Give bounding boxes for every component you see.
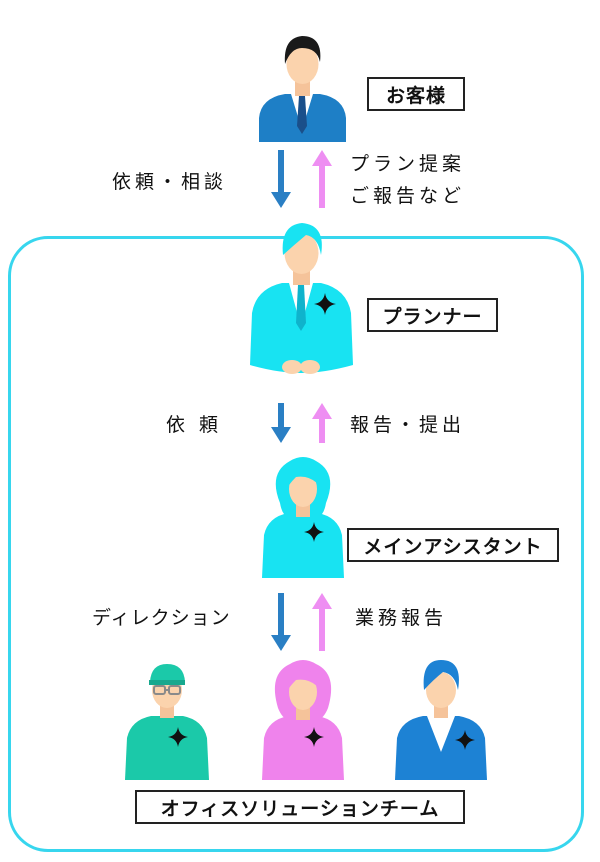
flow-request-consult: 依頼・相談	[112, 171, 228, 193]
team-label: オフィスソリューションチーム	[135, 790, 465, 824]
sparkle-icon	[168, 727, 188, 747]
customer-label: お客様	[367, 77, 465, 111]
main-assistant-label: メインアシスタント	[347, 528, 559, 562]
flow-proposal-line2: ご報告など	[350, 185, 466, 207]
planner-icon	[250, 223, 353, 374]
arrow-down-icon	[271, 403, 291, 443]
team-member-blue-icon	[395, 660, 487, 780]
arrow-up-icon	[312, 150, 332, 208]
main-assistant-icon	[262, 457, 344, 578]
team-member-green-icon	[125, 664, 209, 780]
arrow-down-icon	[271, 150, 291, 208]
arrow-up-icon	[312, 403, 332, 443]
planner-label: プランナー	[367, 298, 498, 332]
sparkle-icon	[314, 293, 336, 315]
sparkle-icon	[304, 727, 324, 747]
customer-icon	[259, 36, 346, 142]
sparkle-icon	[455, 730, 475, 750]
flow-direction: ディレクション	[92, 607, 231, 629]
flow-report-submit: 報告・提出	[350, 414, 466, 436]
team-member-pink-icon	[262, 660, 344, 780]
flow-work-report: 業務報告	[355, 607, 448, 629]
flow-request: 依頼	[166, 414, 233, 436]
sparkle-icon	[304, 522, 324, 542]
flow-proposal-line1: プラン提案	[350, 153, 466, 175]
arrow-up-icon	[312, 593, 332, 651]
arrow-down-icon	[271, 593, 291, 651]
